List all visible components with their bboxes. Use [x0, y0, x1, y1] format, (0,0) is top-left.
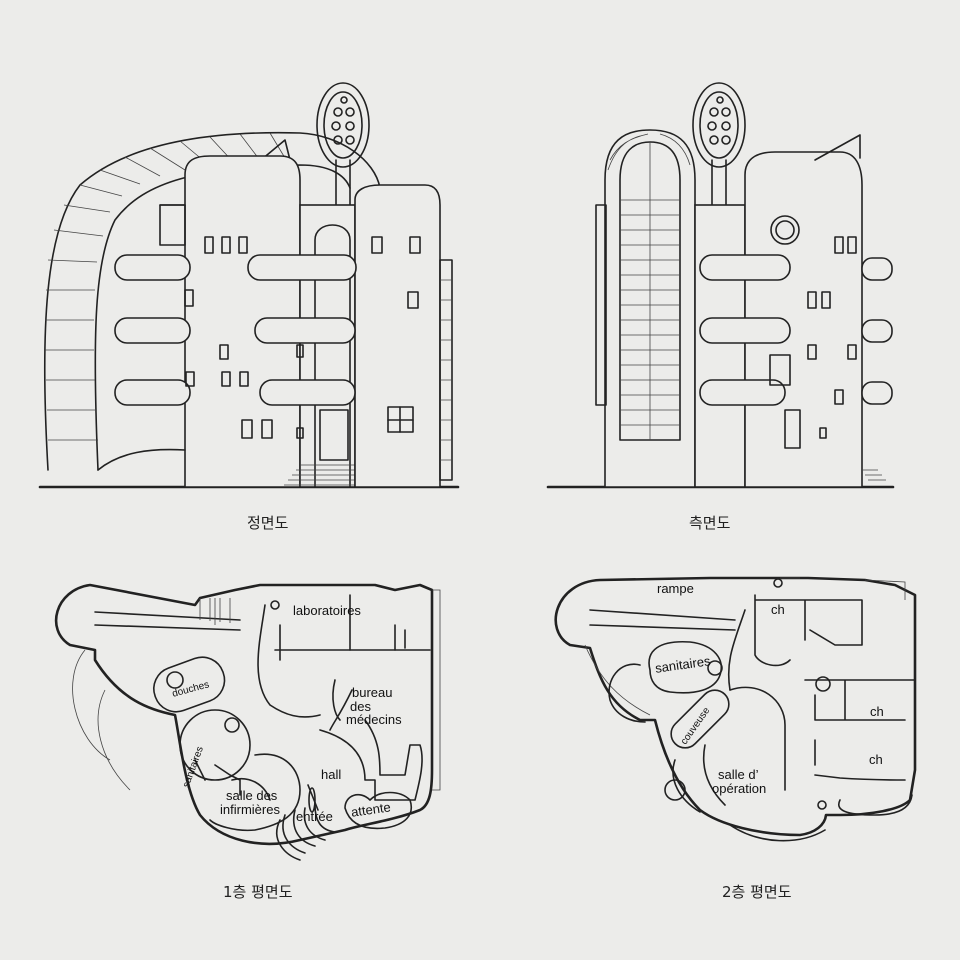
floor2-plan-caption: 2층 평면도 [722, 883, 792, 901]
room-label-bureau-line3: médecins [346, 712, 402, 727]
room-label-bureau-line2: des [350, 699, 371, 714]
room-label-rampe: rampe [657, 581, 694, 596]
room-label-salle-line2: infirmières [220, 802, 280, 817]
room-label-operation-line1: salle d’ [718, 767, 759, 782]
room-label-bureau-line1: bureau [352, 685, 393, 700]
room-label-ch-upper: ch [771, 602, 785, 617]
side-elevation-caption: 측면도 [689, 514, 731, 532]
room-label-salle-line1: salle des [226, 788, 278, 803]
front-elevation-caption: 정면도 [247, 514, 289, 532]
room-label-entree: entrée [296, 809, 333, 824]
room-label-ch-middle: ch [870, 704, 884, 719]
room-label-hall: hall [321, 767, 342, 782]
room-label-laboratoires: laboratoires [293, 603, 361, 618]
floor1-plan-caption: 1층 평면도 [223, 883, 293, 901]
room-label-operation-line2: opération [712, 781, 767, 796]
room-label-ch-lower: ch [869, 752, 883, 767]
